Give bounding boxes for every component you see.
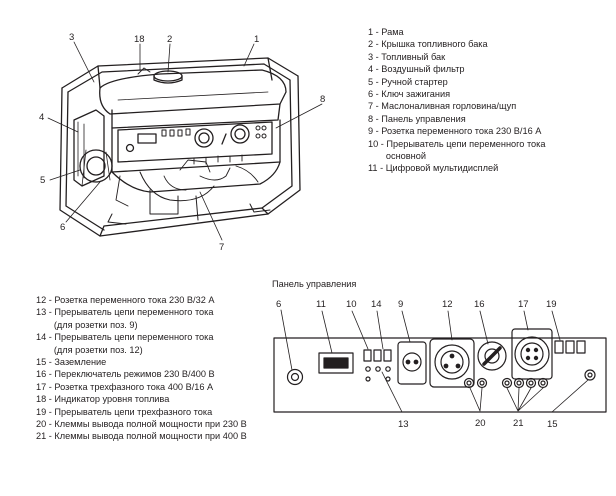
- legend-item: 19 - Прерыватель цепи трехфазного тока: [36, 406, 213, 417]
- legend-item: 3 - Топливный бак: [368, 51, 446, 62]
- callout-label: 5: [40, 175, 45, 186]
- callout-label: 19: [546, 299, 557, 310]
- legend-item: 7 - Маслоналивная горловина/щуп: [368, 101, 517, 112]
- legend-item: 15 - Заземление: [36, 357, 107, 368]
- callout-label: 20: [475, 418, 486, 429]
- legend-item: 17 - Розетка трехфазного тока 400 В/16 А: [36, 381, 214, 392]
- legend-item: 2 - Крышка топливного бака: [368, 39, 488, 50]
- callout-label: 11: [316, 299, 326, 310]
- callout-label: 17: [518, 299, 529, 310]
- callout-label: 4: [39, 112, 44, 123]
- callout-label: 3: [69, 32, 74, 43]
- legend-item: 5 - Ручной стартер: [368, 76, 448, 87]
- callout-label: 9: [398, 299, 403, 310]
- legend-item: 10 - Прерыватель цепи переменного тока: [368, 138, 546, 149]
- callout-label: 18: [134, 34, 145, 45]
- callout-label: 6: [60, 222, 65, 233]
- legend-item: 13 - Прерыватель цепи переменного тока: [36, 307, 214, 318]
- callout-label: 12: [442, 299, 453, 310]
- callout-label: 13: [398, 419, 409, 430]
- panel-title: Панель управления: [272, 279, 357, 289]
- legend-item: 20 - Клеммы вывода полной мощности при 2…: [36, 419, 247, 430]
- legend-item: 8 - Панель управления: [368, 113, 466, 124]
- legend-item: основной: [368, 151, 426, 162]
- legend-item: (для розетки поз. 9): [36, 319, 138, 330]
- legend-item: 16 - Переключатель режимов 230 В/400 В: [36, 369, 215, 380]
- callout-label: 6: [276, 299, 281, 310]
- callout-label: 21: [513, 418, 524, 429]
- callout-label: 10: [346, 299, 357, 310]
- legend-bottom: 12 - Розетка переменного тока 230 В/32 А…: [36, 294, 247, 443]
- legend-item: 1 - Рама: [368, 27, 404, 37]
- legend-item: 18 - Индикатор уровня топлива: [36, 394, 170, 405]
- legend-item: 21 - Клеммы вывода полной мощности при 4…: [36, 431, 247, 442]
- legend-item: 9 - Розетка переменного тока 230 В/16 А: [368, 126, 542, 137]
- legend-item: 11 - Цифровой мультидисплей: [368, 163, 499, 174]
- callout-label: 14: [371, 299, 382, 310]
- callout-label: 1: [254, 34, 259, 45]
- legend-item: 4 - Воздушный фильтр: [368, 64, 465, 75]
- legend-item: 12 - Розетка переменного тока 230 В/32 А: [36, 295, 215, 305]
- legend-item: 14 - Прерыватель цепи переменного тока: [36, 332, 214, 343]
- callout-label: 15: [547, 419, 558, 430]
- callout-label: 8: [320, 94, 325, 105]
- legend-top: 1 - Рама 2 - Крышка топливного бака 3 - …: [368, 26, 546, 175]
- legend-item: 6 - Ключ зажигания: [368, 89, 451, 100]
- callout-label: 7: [219, 242, 224, 253]
- callout-label: 16: [474, 299, 485, 310]
- legend-item: (для розетки поз. 12): [36, 344, 143, 355]
- callout-label: 2: [167, 34, 172, 45]
